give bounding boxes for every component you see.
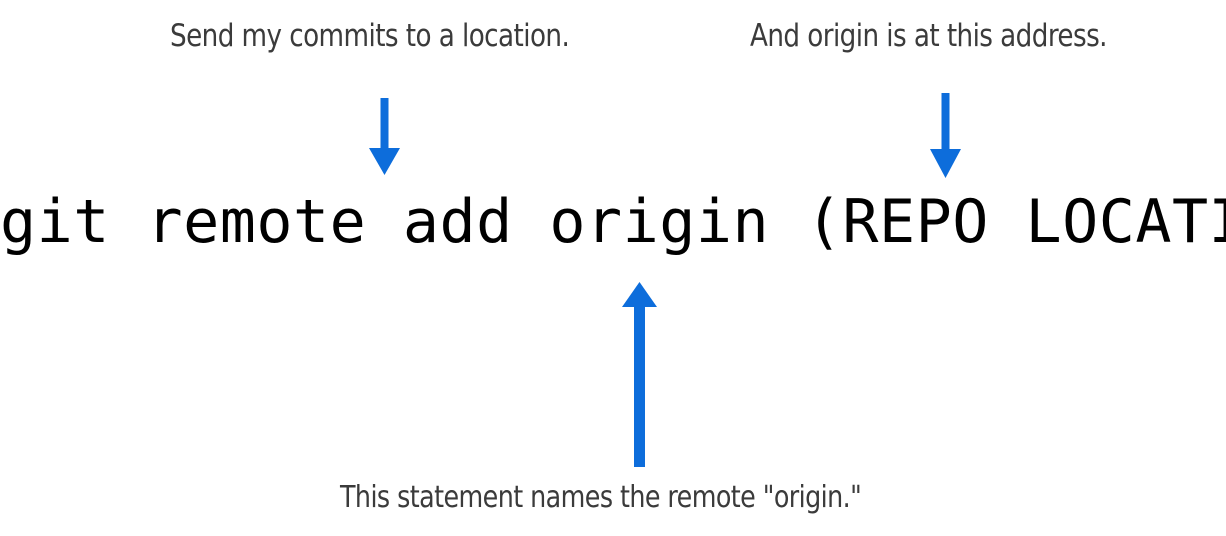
git-command-text: git remote add origin (REPO LOCATION)	[0, 187, 1226, 257]
arrow-down-icon-location	[369, 98, 400, 175]
arrow-down-icon-repo	[930, 93, 961, 178]
annotation-label-names-remote: This statement names the remote "origin.…	[340, 480, 862, 515]
annotation-label-origin-address: And origin is at this address.	[750, 18, 1107, 54]
arrow-up-icon-origin	[622, 282, 657, 467]
annotation-label-send-commits: Send my commits to a location.	[170, 18, 570, 54]
